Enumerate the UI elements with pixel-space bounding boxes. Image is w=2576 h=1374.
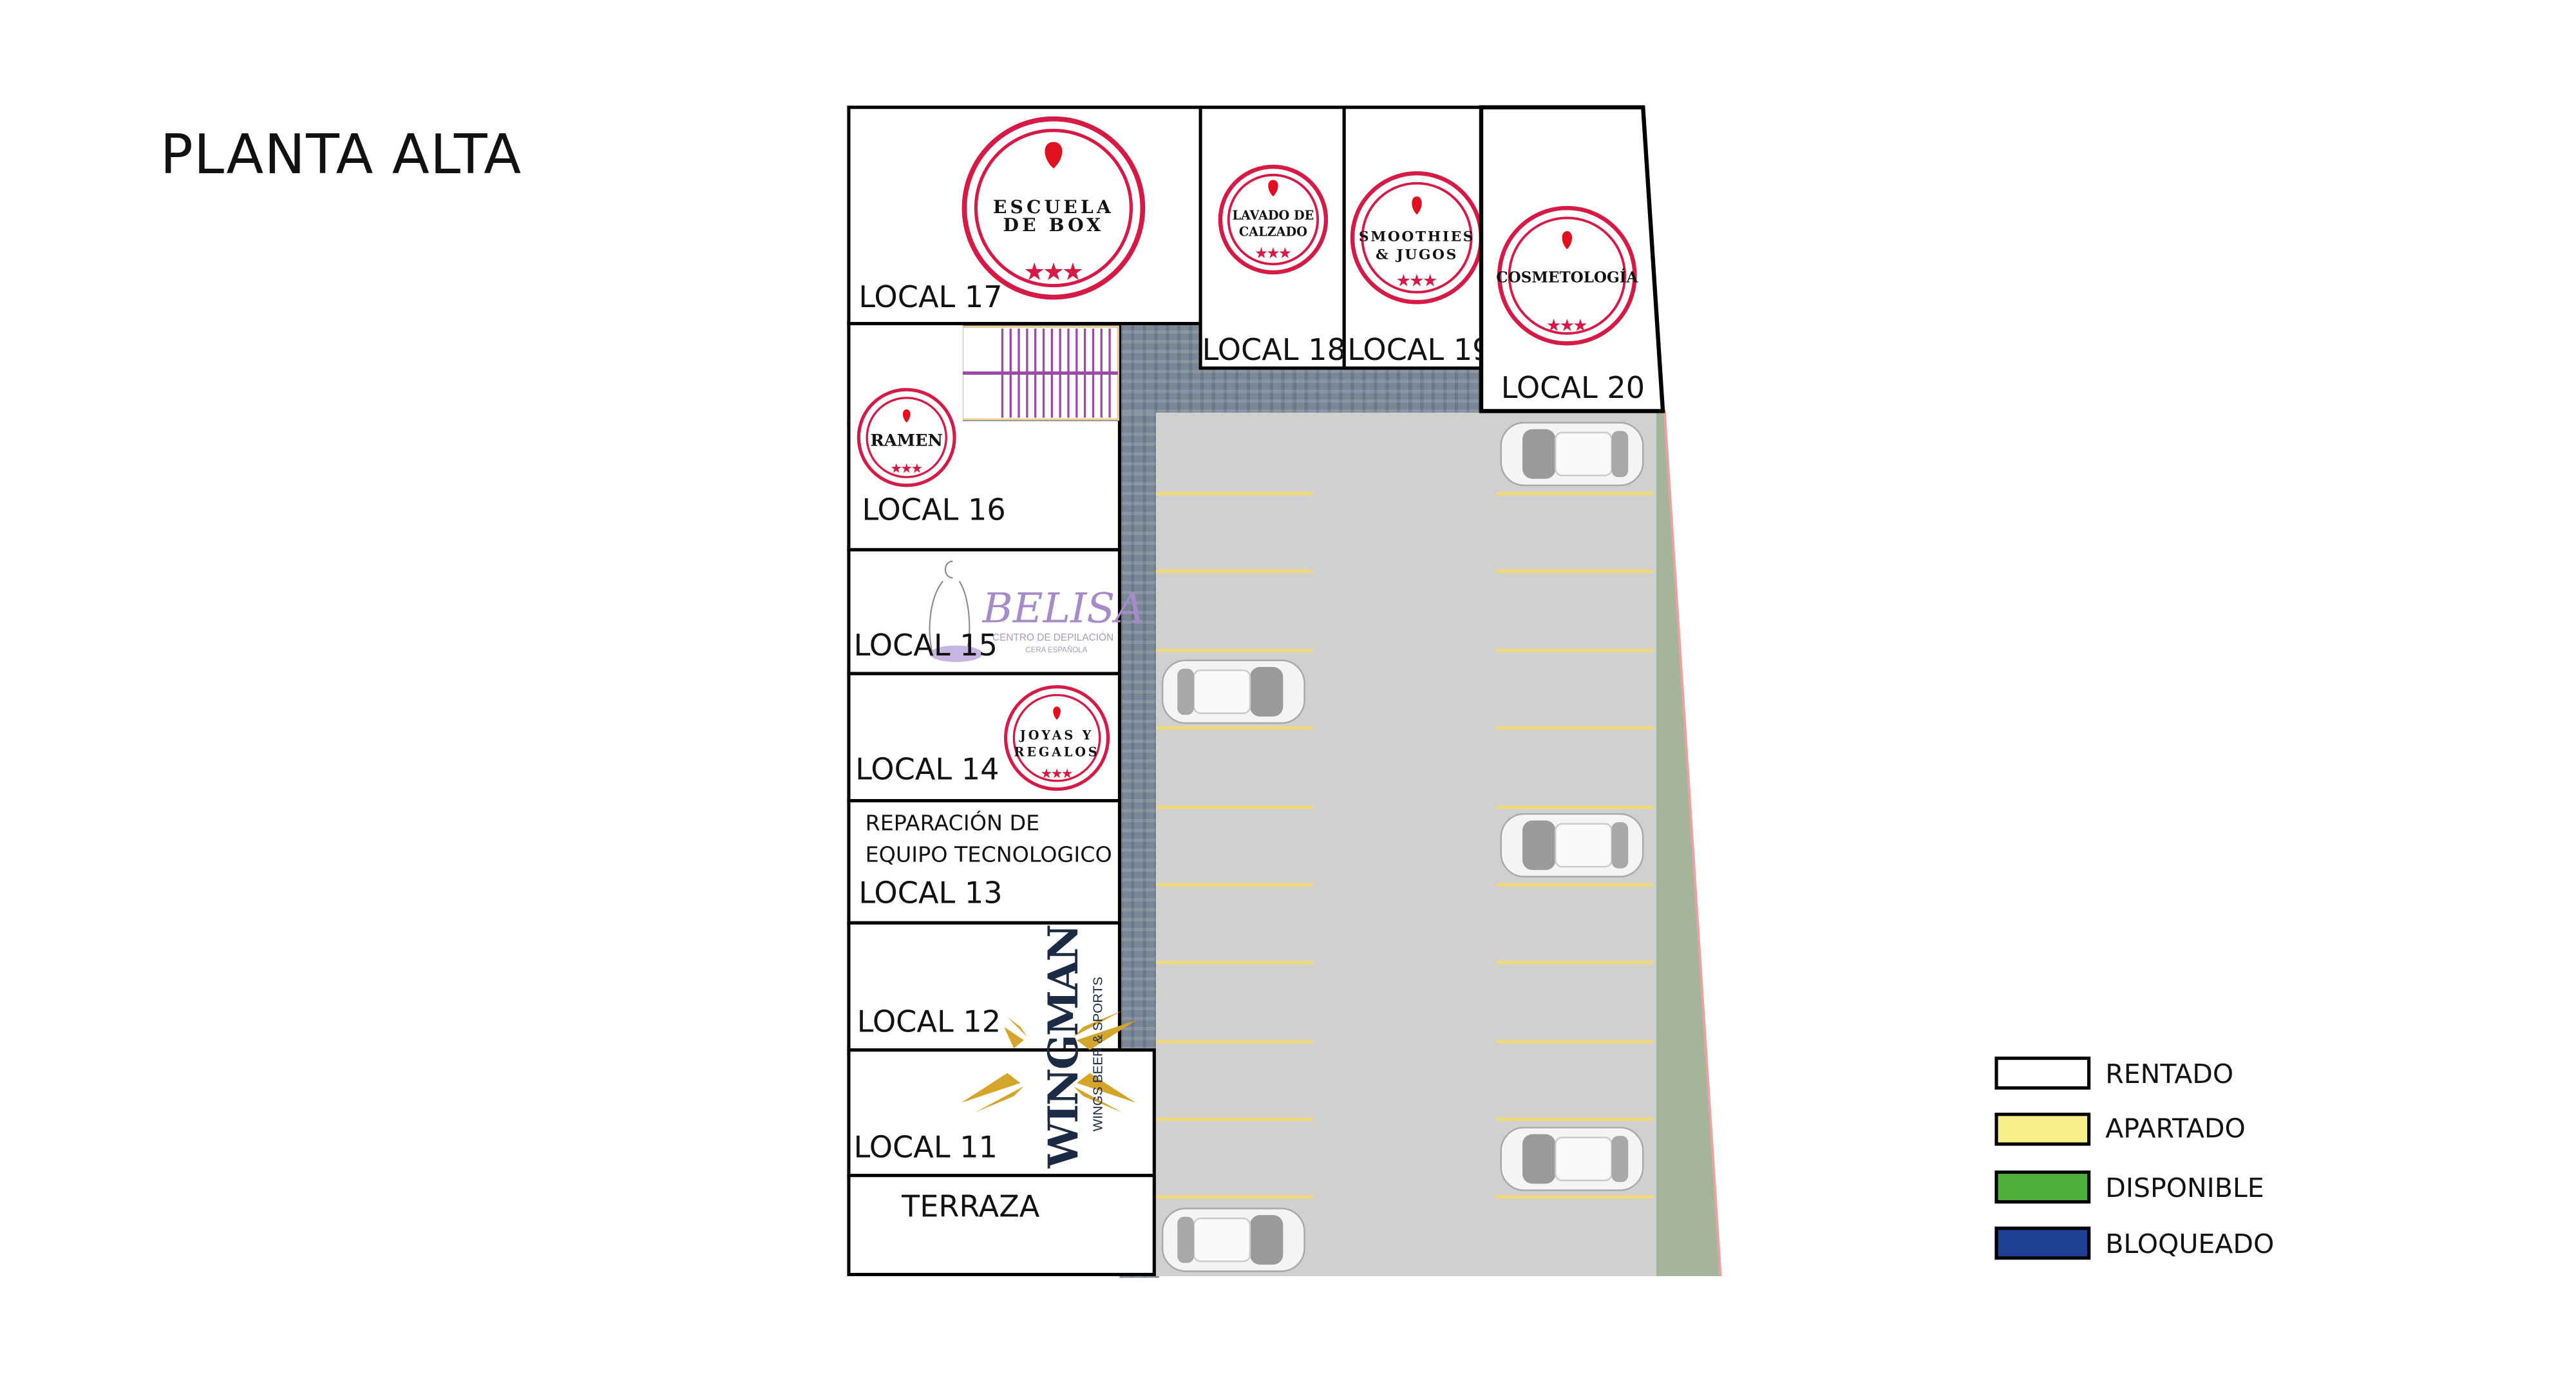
svg-text:JOYAS Y: JOYAS Y — [1019, 728, 1094, 743]
unit-label: LOCAL 16 — [862, 493, 1006, 529]
stairs — [959, 323, 1122, 423]
smoothies-jugos-logo: SMOOTHIES & JUGOS ★★★ — [1350, 171, 1484, 305]
belisa-subtitle-2: CERA ESPAÑOLA — [1025, 645, 1088, 654]
wingman-logo: WINGMAN WINGS BEER & SPORTS — [942, 925, 1137, 1172]
legend-swatch-apartado — [1994, 1113, 2091, 1146]
unit-local-13[interactable]: REPARACIÓN DE EQUIPO TECNOLOGICO LOCAL 1… — [847, 799, 1122, 925]
svg-text:& JUGOS: & JUGOS — [1376, 247, 1458, 263]
svg-text:★★★: ★★★ — [1255, 245, 1291, 261]
joyas-regalos-logo: JOYAS Y REGALOS ★★★ — [1003, 685, 1110, 791]
green-strip — [1656, 409, 1722, 1277]
wheat-wings-icon — [961, 1010, 1137, 1113]
unit-label: LOCAL 11 — [853, 1131, 998, 1166]
car-icon — [1500, 813, 1644, 878]
ramen-logo: RAMEN ★★★ — [857, 388, 956, 487]
legend-swatch-bloqueado — [1994, 1227, 2091, 1260]
unit-local-20[interactable]: COSMETOLOGÍA ★★★ LOCAL 20 — [1481, 108, 1663, 413]
svg-text:SMOOTHIES: SMOOTHIES — [1359, 229, 1475, 245]
svg-text:COSMETOLOGÍA: COSMETOLOGÍA — [1496, 268, 1638, 286]
unit-label: LOCAL 15 — [853, 628, 998, 664]
car-icon — [1500, 1126, 1644, 1191]
legend-label: APARTADO — [2105, 1113, 2246, 1144]
parking-stall-line — [1496, 648, 1653, 652]
parking-stall-line — [1496, 1040, 1653, 1044]
wingman-subtitle: WINGS BEER & SPORTS — [1090, 977, 1106, 1132]
unit-terraza[interactable]: TERRAZA — [847, 1174, 1156, 1277]
car-icon — [1161, 1207, 1305, 1272]
legend-label: BLOQUEADO — [2105, 1228, 2275, 1260]
cosmetologia-logo: COSMETOLOGÍA ★★★ — [1496, 205, 1639, 346]
parking-stall-line — [1496, 1195, 1653, 1199]
parking-stall-line — [1496, 1117, 1653, 1122]
svg-text:LAVADO DE: LAVADO DE — [1233, 208, 1314, 223]
parking-stall-line — [1155, 883, 1313, 887]
parking-stall-line — [1496, 883, 1653, 887]
unit-local-17[interactable]: ESCUELA DE BOX ★★★ LOCAL 17 — [847, 106, 1202, 326]
lavado-de-calzado-logo: LAVADO DE CALZADO ★★★ — [1218, 164, 1329, 275]
svg-text:★★★: ★★★ — [1025, 259, 1083, 284]
parking-stall-line — [1155, 726, 1313, 730]
legend-swatch-rentado — [1994, 1057, 2091, 1090]
parking-stall-line — [1155, 569, 1313, 573]
parking-stall-line — [1155, 1117, 1313, 1122]
parking-stall-line — [1496, 805, 1653, 809]
car-icon — [1161, 659, 1305, 724]
unit-label: LOCAL 17 — [858, 280, 1003, 315]
belisa-logo-text: BELISA — [982, 584, 1145, 633]
unit-local-20-outline — [1479, 105, 1665, 413]
parking-stall-line — [1155, 1195, 1313, 1199]
svg-text:DE BOX: DE BOX — [1003, 214, 1104, 236]
legend-swatch-disponible — [1994, 1170, 2091, 1204]
unit-label: LOCAL 19 — [1347, 333, 1492, 368]
escuela-de-box-logo: ESCUELA DE BOX ★★★ — [961, 116, 1146, 300]
page-title: PLANTA ALTA — [160, 122, 522, 187]
parking-stall-line — [1155, 648, 1313, 652]
parking-stall-line — [1155, 492, 1313, 496]
legend-label: DISPONIBLE — [2105, 1172, 2264, 1204]
unit-label: TERRAZA — [901, 1190, 1040, 1225]
parking-stall-line — [1155, 805, 1313, 809]
tenant-name: REPARACIÓN DE — [865, 812, 1040, 837]
unit-local-16[interactable]: LOCAL 16 — [847, 420, 1122, 552]
svg-text:★★★: ★★★ — [1547, 317, 1587, 334]
tenant-name: EQUIPO TECNOLOGICO — [865, 843, 1112, 869]
svg-text:REGALOS: REGALOS — [1014, 744, 1100, 759]
unit-local-11[interactable]: LOCAL 11 — [847, 1048, 1156, 1178]
unit-label: LOCAL 14 — [855, 753, 999, 788]
svg-text:ESCUELA: ESCUELA — [993, 196, 1114, 218]
svg-text:★★★: ★★★ — [1041, 767, 1073, 781]
svg-text:CALZADO: CALZADO — [1239, 225, 1307, 240]
woman-silhouette-icon — [929, 560, 983, 663]
parking-stall-line — [1496, 726, 1653, 730]
unit-label: LOCAL 13 — [858, 876, 1003, 912]
belisa-subtitle: CENTRO DE DEPILACIÓN — [992, 634, 1114, 644]
svg-text:★★★: ★★★ — [1397, 272, 1437, 290]
parking-stall-line — [1496, 961, 1653, 965]
unit-local-18[interactable]: LAVADO DE CALZADO ★★★ LOCAL 18 — [1198, 106, 1346, 370]
unit-local-19[interactable]: SMOOTHIES & JUGOS ★★★ LOCAL 19 — [1342, 106, 1492, 370]
parking-stall-line — [1155, 1040, 1313, 1044]
car-icon — [1500, 422, 1644, 487]
parking-stall-line — [1496, 569, 1653, 573]
unit-label: LOCAL 12 — [857, 1005, 1001, 1040]
unit-local-15[interactable]: BELISA CENTRO DE DEPILACIÓN CERA ESPAÑOL… — [847, 548, 1145, 675]
parking-stall-line — [1155, 961, 1313, 965]
unit-local-14[interactable]: JOYAS Y REGALOS ★★★ LOCAL 14 — [847, 672, 1122, 803]
unit-label: LOCAL 20 — [1501, 371, 1645, 406]
unit-label: LOCAL 18 — [1202, 333, 1346, 368]
parking-stall-line — [1496, 492, 1653, 496]
svg-text:★★★: ★★★ — [891, 462, 923, 475]
svg-text:RAMEN: RAMEN — [870, 431, 943, 450]
wingman-logo-text: WINGMAN — [1039, 925, 1088, 1169]
legend-label: RENTADO — [2105, 1058, 2234, 1090]
